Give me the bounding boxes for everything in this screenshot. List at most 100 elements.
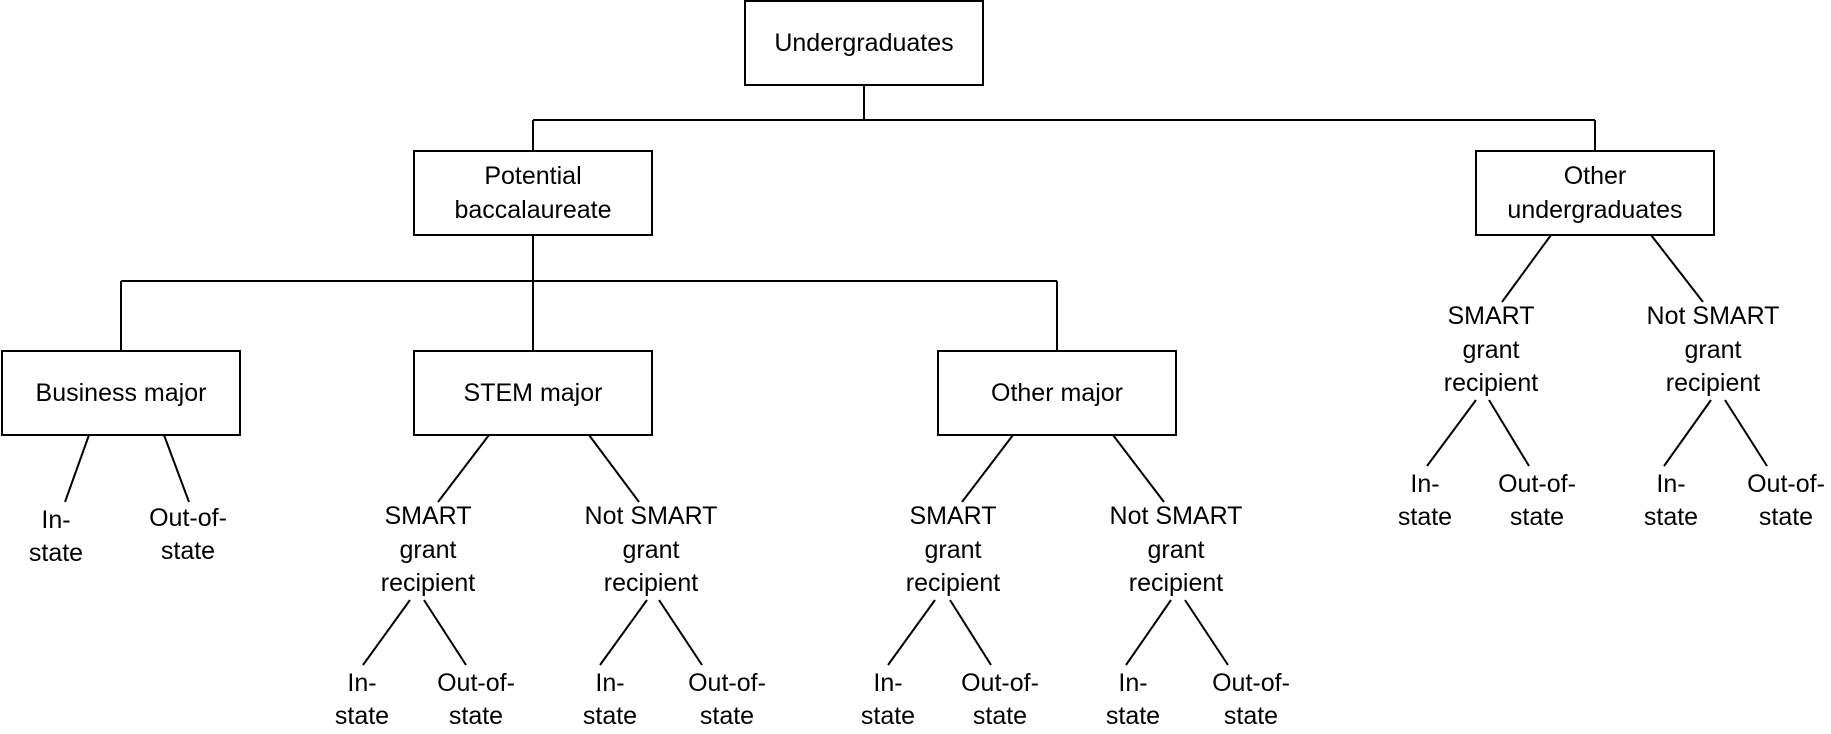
- om-smart-l3: recipient: [906, 569, 1001, 597]
- leaf-stem-smart-in: In- state: [335, 669, 389, 730]
- ou-notsmart-l1: Not SMART: [1647, 302, 1780, 330]
- node-potential-baccalaureate: Potential baccalaureate: [413, 150, 653, 236]
- leaf-business-in-state: In- state: [29, 506, 83, 567]
- leaf-ousi-l1: In-: [1410, 470, 1439, 498]
- node-otherug-line1: Other: [1564, 162, 1627, 190]
- edge-business-in: [64, 434, 90, 503]
- leaf-sno-l2: state: [700, 702, 754, 730]
- ou-notsmart-l2: grant: [1685, 336, 1742, 364]
- leaf-business-out-l1: Out-of-: [149, 504, 227, 532]
- leaf-sni-l2: state: [583, 702, 637, 730]
- edge-othermajor-notsmart: [1112, 434, 1165, 503]
- leaf-omno-l2: state: [1224, 702, 1278, 730]
- othermajor-not-smart-grant: Not SMART grant recipient: [1110, 502, 1243, 597]
- leaf-ousi-l2: state: [1398, 503, 1452, 531]
- connectors: [64, 85, 1768, 666]
- stem-smart-grant: SMART grant recipient: [381, 502, 476, 597]
- edge-ou-notsmart-out: [1724, 399, 1768, 467]
- ou-smart-l3: recipient: [1444, 369, 1539, 397]
- node-potential-line2: baccalaureate: [454, 196, 611, 224]
- leaf-business-in-l2: state: [29, 539, 83, 567]
- ou-notsmart-l3: recipient: [1666, 369, 1761, 397]
- stem-notsmart-l1: Not SMART: [585, 502, 718, 530]
- leaf-stem-notsmart-in: In- state: [583, 669, 637, 730]
- node-othermajor-label: Other major: [991, 379, 1123, 407]
- leaf-business-out-state: Out-of- state: [149, 504, 227, 565]
- ou-smart-l2: grant: [1463, 336, 1520, 364]
- node-potential-line1: Potential: [484, 162, 581, 190]
- edge-stem-notsmart: [588, 434, 640, 503]
- om-notsmart-l1: Not SMART: [1110, 502, 1243, 530]
- leaf-stem-notsmart-out: Out-of- state: [688, 669, 766, 730]
- node-stem-label: STEM major: [464, 379, 603, 407]
- stem-smart-l2: grant: [400, 536, 457, 564]
- edge-ou-notsmart-in: [1663, 399, 1712, 467]
- leaf-ssi-l1: In-: [347, 669, 376, 697]
- edge-otherug-smart: [1501, 234, 1552, 303]
- edge-om-notsmart-in: [1125, 599, 1172, 666]
- leaf-ou-smart-out: Out-of- state: [1498, 470, 1576, 531]
- leaf-ouni-l1: In-: [1656, 470, 1685, 498]
- leaf-sni-l1: In-: [595, 669, 624, 697]
- edge-otherug-notsmart: [1650, 234, 1704, 303]
- node-other-major: Other major: [937, 350, 1177, 436]
- node-business-major: Business major: [1, 350, 241, 436]
- leaf-ouno-l2: state: [1759, 503, 1813, 531]
- edge-ou-smart-in: [1426, 399, 1477, 467]
- edge-stem-notsmart-out: [658, 599, 703, 666]
- leaf-omni-l1: In-: [1118, 669, 1147, 697]
- node-stem-major: STEM major: [413, 350, 653, 436]
- edge-stem-smart-in: [362, 599, 411, 666]
- leaf-sso-l1: Out-of-: [437, 669, 515, 697]
- edge-stem-smart-out: [423, 599, 467, 666]
- leaf-omsi-l2: state: [861, 702, 915, 730]
- stem-smart-l3: recipient: [381, 569, 476, 597]
- leaf-ou-smart-in: In- state: [1398, 470, 1452, 531]
- leaf-ouso-l1: Out-of-: [1498, 470, 1576, 498]
- node-otherug-line2: undergraduates: [1507, 196, 1682, 224]
- node-undergraduates: Undergraduates: [744, 0, 984, 86]
- node-undergraduates-label: Undergraduates: [774, 29, 953, 57]
- stem-smart-l1: SMART: [384, 502, 471, 530]
- edge-business-out: [163, 434, 190, 503]
- om-notsmart-l2: grant: [1148, 536, 1205, 564]
- leaf-sso-l2: state: [449, 702, 503, 730]
- leaf-om-notsmart-in: In- state: [1106, 669, 1160, 730]
- leaf-ou-notsmart-out: Out-of- state: [1747, 470, 1825, 531]
- edge-om-smart-in: [887, 599, 936, 666]
- leaf-omni-l2: state: [1106, 702, 1160, 730]
- om-smart-l1: SMART: [909, 502, 996, 530]
- om-smart-l2: grant: [925, 536, 982, 564]
- leaf-omso-l2: state: [973, 702, 1027, 730]
- ou-smart-l1: SMART: [1447, 302, 1534, 330]
- leaf-ouni-l2: state: [1644, 503, 1698, 531]
- leaf-sno-l1: Out-of-: [688, 669, 766, 697]
- stem-notsmart-l3: recipient: [604, 569, 699, 597]
- leaf-stem-smart-out: Out-of- state: [437, 669, 515, 730]
- leaf-business-out-l2: state: [161, 537, 215, 565]
- leaf-ouso-l2: state: [1510, 503, 1564, 531]
- stem-not-smart-grant: Not SMART grant recipient: [585, 502, 718, 597]
- stem-notsmart-l2: grant: [623, 536, 680, 564]
- edge-stem-smart: [437, 434, 490, 503]
- edge-othermajor-smart: [961, 434, 1014, 503]
- leaf-omsi-l1: In-: [873, 669, 902, 697]
- leaf-om-smart-out: Out-of- state: [961, 669, 1039, 730]
- leaf-om-notsmart-out: Out-of- state: [1212, 669, 1290, 730]
- edge-ou-smart-out: [1488, 399, 1530, 467]
- node-business-label: Business major: [36, 379, 207, 407]
- leaf-ou-notsmart-in: In- state: [1644, 470, 1698, 531]
- edge-om-notsmart-out: [1184, 599, 1229, 666]
- leaf-ssi-l2: state: [335, 702, 389, 730]
- leaf-om-smart-in: In- state: [861, 669, 915, 730]
- edge-om-smart-out: [949, 599, 992, 666]
- othermajor-smart-grant: SMART grant recipient: [906, 502, 1001, 597]
- leaf-business-in-l1: In-: [41, 506, 70, 534]
- om-notsmart-l3: recipient: [1129, 569, 1224, 597]
- leaf-omso-l1: Out-of-: [961, 669, 1039, 697]
- leaf-ouno-l1: Out-of-: [1747, 470, 1825, 498]
- otherug-not-smart-grant: Not SMART grant recipient: [1647, 302, 1780, 397]
- node-other-undergraduates: Other undergraduates: [1475, 150, 1715, 236]
- leaf-omno-l1: Out-of-: [1212, 669, 1290, 697]
